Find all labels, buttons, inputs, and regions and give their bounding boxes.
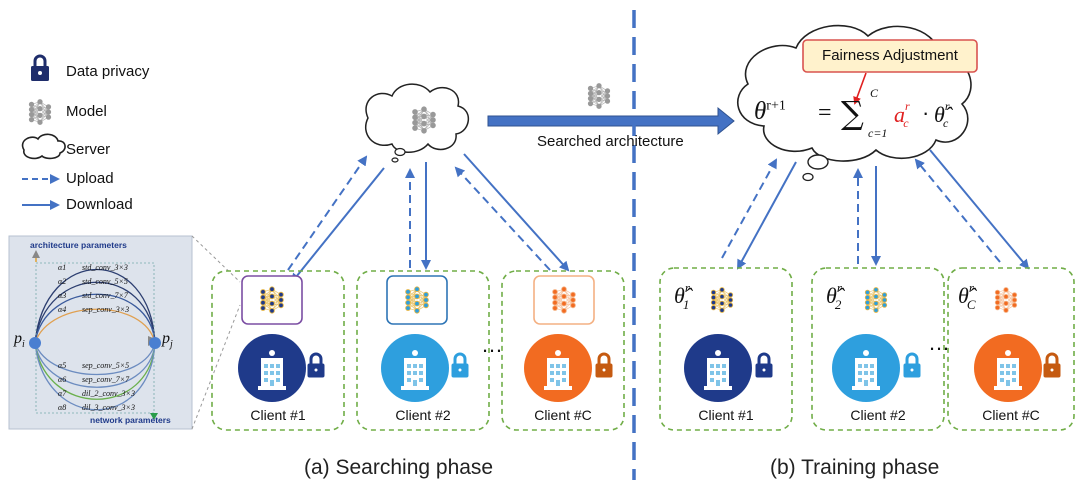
legend-label-model: Model <box>66 103 107 120</box>
train-client1-label: Client #1 <box>698 407 754 423</box>
client-boxes <box>211 267 1075 431</box>
inset-footer: network parameters <box>90 415 171 425</box>
train-clientC-model-icon <box>994 287 1018 313</box>
searched-architecture-arrow <box>487 106 735 136</box>
inset-op-name: dil_3_conv_3×3 <box>82 403 135 412</box>
neural-network-icon <box>28 99 52 125</box>
inset-title: architecture parameters <box>30 240 127 250</box>
inset-op-alpha: α1 <box>58 263 67 272</box>
transfer-model-icon <box>587 83 611 109</box>
inset-op-name: std_conv_3×3 <box>82 263 128 272</box>
train-ellipsis: … <box>928 330 950 355</box>
fairness-label: Fairness Adjustment <box>822 47 958 64</box>
inset-node-right: pj <box>162 330 173 351</box>
formula-a: arc <box>894 99 910 130</box>
training-phase-label: (b) Training phase <box>770 456 940 479</box>
inset-op-alpha: α8 <box>58 403 67 412</box>
formula-theta: θ̂rc <box>934 99 950 130</box>
search-server-cloud <box>365 83 469 163</box>
search-arrows <box>287 153 570 284</box>
theta-hat-1: θ̂r1 <box>674 280 690 312</box>
train-client1-lock-icon <box>754 352 774 379</box>
legend-label-upload: Upload <box>66 170 114 187</box>
legend-label-data-privacy: Data privacy <box>66 63 150 80</box>
inset-op-name: std_conv_5×5 <box>82 277 128 286</box>
search-client2-label: Client #2 <box>395 407 451 423</box>
train-client2-label: Client #2 <box>850 407 906 423</box>
legend-label-download: Download <box>66 196 133 213</box>
inset-panel <box>8 235 241 430</box>
client2-lock-icon <box>450 352 470 379</box>
clientC-lock-icon <box>594 352 614 379</box>
train-client2-lock-icon <box>902 352 922 379</box>
search-ellipsis: … <box>481 332 503 357</box>
client2-model-frame <box>386 275 448 325</box>
theta-hat-C: θ̂rC <box>958 280 976 312</box>
train-client2-model-icon <box>864 287 888 313</box>
inset-op-name: dil_2_conv_3×3 <box>82 389 135 398</box>
fairness-adjustment-box <box>802 39 978 73</box>
cloud-icon <box>21 133 66 160</box>
train-arrows <box>721 149 1030 270</box>
client1-model-frame <box>241 275 303 325</box>
inset-op-name: sep_conv_3×3 <box>82 305 130 314</box>
transfer-label: Searched architecture <box>537 133 684 150</box>
train-client1-model-icon <box>710 287 734 313</box>
inset-op-name: sep_conv_5×5 <box>82 361 130 370</box>
inset-op-name: sep_conv_7×7 <box>82 375 130 384</box>
clientC-model-frame <box>533 275 595 325</box>
inset-op-alpha: α4 <box>58 305 67 314</box>
fairness-arrow <box>853 72 867 105</box>
inset-op-alpha: α2 <box>58 277 67 286</box>
client1-lock-icon <box>306 352 326 379</box>
formula-eq: = <box>818 100 832 126</box>
node-pi <box>29 337 41 349</box>
inset-op-alpha: α7 <box>58 389 67 398</box>
theta-hat-2: θ̂r2 <box>826 280 842 312</box>
train-clientC-lock-icon <box>1042 352 1062 379</box>
train-clientC-label: Client #C <box>982 407 1040 423</box>
inset-op-name: std_conv_7×7 <box>82 291 128 300</box>
formula-sum: ∑ <box>841 94 864 132</box>
formula-sum-bottom: c=1 <box>868 126 888 140</box>
node-pj <box>149 337 161 349</box>
searching-phase-label: (a) Searching phase <box>304 456 494 479</box>
inset-op-alpha: α6 <box>58 375 67 384</box>
legend-label-server: Server <box>66 141 111 158</box>
inset-op-alpha: α3 <box>58 291 67 300</box>
legend <box>21 54 66 210</box>
inset-op-alpha: α5 <box>58 361 67 370</box>
lock-icon <box>31 54 49 81</box>
formula-sum-top: C <box>870 86 879 100</box>
formula-lhs: θr+1 <box>754 98 786 125</box>
search-client1-label: Client #1 <box>250 407 306 423</box>
search-clientC-label: Client #C <box>534 407 592 423</box>
formula-dot: · <box>922 100 930 125</box>
inset-node-left: pi <box>14 330 25 351</box>
